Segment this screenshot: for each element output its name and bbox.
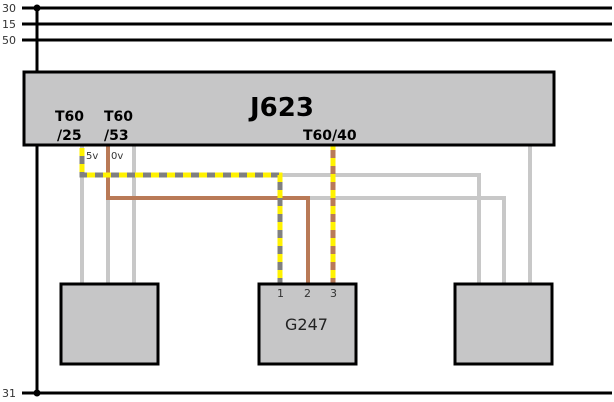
gray-wire — [308, 196, 506, 284]
yellow-gray-wire-pin1 — [79, 148, 283, 284]
gray-wire — [280, 173, 481, 284]
component-left[interactable] — [59, 282, 160, 366]
rail-31-label: 31 — [2, 387, 16, 400]
brown-wire-pin2 — [106, 146, 310, 284]
sensor-g247[interactable]: 1 2 3 G247 — [257, 282, 358, 366]
sensor-pin-1: 1 — [277, 287, 284, 300]
ecu-pin-25-line2: /25 — [57, 128, 82, 144]
ecu-box[interactable] — [22, 70, 556, 147]
sensor-box[interactable] — [257, 282, 358, 366]
voltage-5v-label: 5v — [86, 151, 98, 162]
ecu-pin-53-line1: T60 — [104, 109, 133, 125]
junction-dot-31 — [33, 389, 41, 397]
ecu-pin-25-line1: T60 — [55, 109, 84, 125]
rail-15-label: 15 — [2, 18, 16, 31]
rail-30-label: 30 — [2, 2, 16, 15]
voltage-0v-label: 0v — [111, 151, 123, 162]
gray-wires — [80, 146, 532, 284]
rail-50-label: 50 — [2, 34, 16, 47]
ecu-pin-40-label: T60/40 — [303, 128, 357, 144]
ecu-j623[interactable]: J623 T60 /25 T60 /53 T60/40 5v 0v — [22, 70, 556, 162]
junction-dot-30 — [33, 4, 41, 12]
sensor-pin-2: 2 — [304, 287, 311, 300]
component-right[interactable] — [453, 282, 554, 366]
ecu-pin-53-line2: /53 — [104, 128, 129, 144]
ecu-title: J623 — [248, 93, 314, 123]
sensor-pin-3: 3 — [330, 287, 337, 300]
sensor-name: G247 — [285, 315, 328, 334]
